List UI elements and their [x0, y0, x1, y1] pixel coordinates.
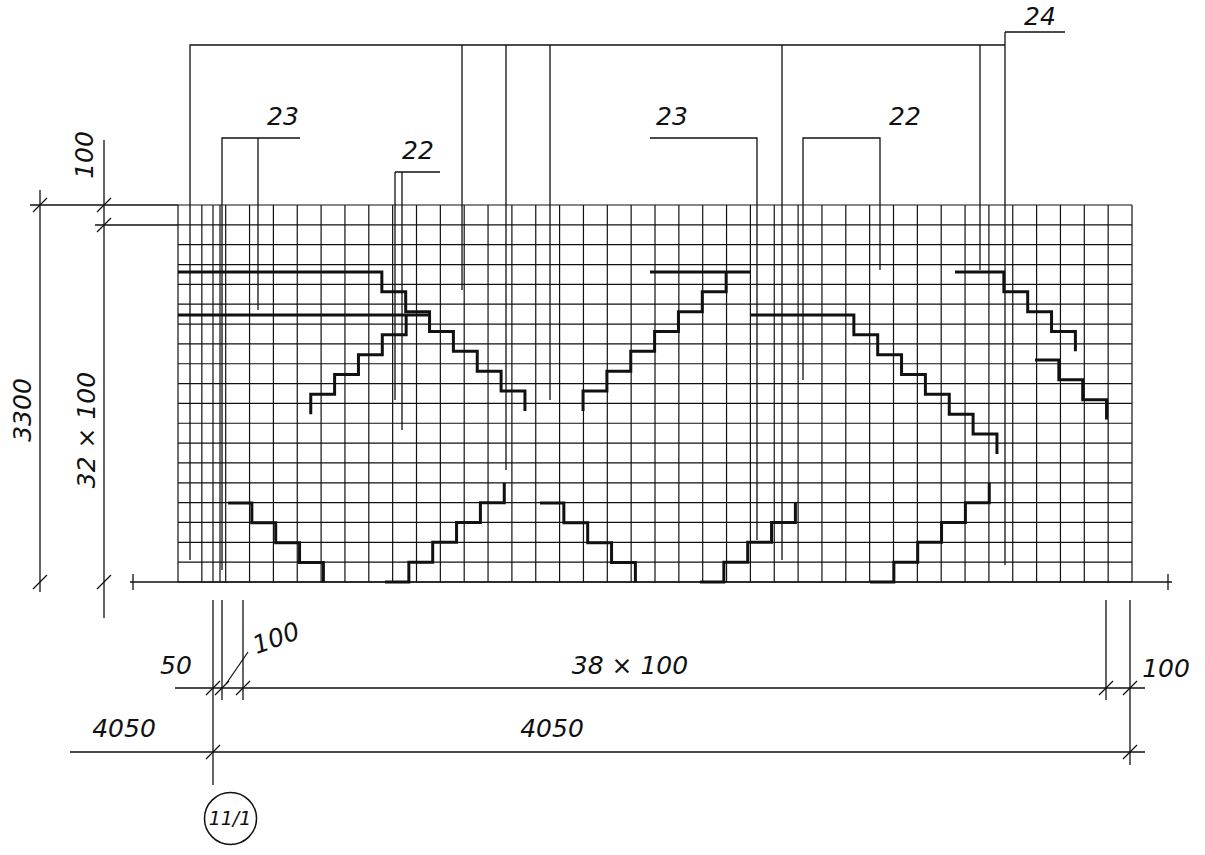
axis-marker-circle: 11/1 [203, 791, 258, 846]
dimension-text: 4050 [518, 715, 586, 742]
dimension-text: 100 [1140, 655, 1192, 682]
dimension-text: 4050 [90, 715, 158, 742]
dimension-text: 100 [71, 129, 98, 181]
callout-number: 22 [400, 137, 436, 164]
callout-number: 23 [265, 103, 301, 130]
dimension-text: 3300 [9, 376, 36, 444]
callout-number: 24 [1022, 3, 1058, 30]
callout-number: 22 [887, 103, 923, 130]
dimension-text: 50 [158, 652, 194, 679]
callout-number: 23 [654, 103, 690, 130]
dimension-text: 100 [247, 616, 305, 659]
dimension-text: 38 × 100 [570, 652, 690, 679]
dimension-text: 32 × 100 [73, 370, 100, 490]
axis-label: 11/1 [209, 809, 252, 828]
